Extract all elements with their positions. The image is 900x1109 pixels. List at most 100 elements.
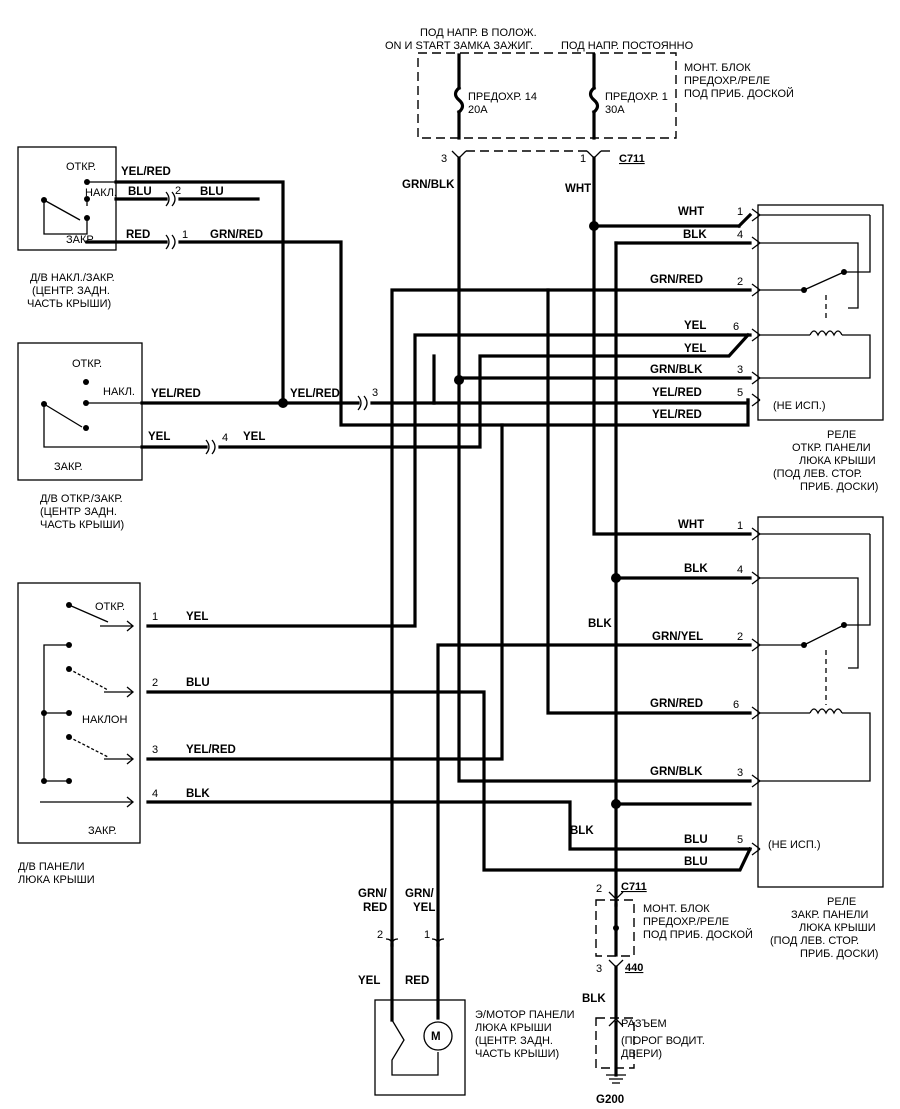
source-ign-line1: ПОД НАПР. В ПОЛОЖ. [420, 27, 537, 39]
rc-pin-5: 5 [737, 834, 743, 846]
wl-red-m: RED [363, 902, 387, 914]
wl-yel-sw3: YEL [186, 611, 208, 623]
sw1-label-3: ЧАСТЬ КРЫШИ) [27, 298, 111, 310]
wl-yelred-sw3: YEL/RED [186, 744, 236, 756]
wl-yelred-r2: YEL/RED [652, 409, 702, 421]
sw1-open-label: ОТКР. [66, 161, 96, 173]
wl-blk-sw3: BLK [186, 788, 210, 800]
sw3-close-label: ЗАКР. [88, 825, 117, 837]
relay-close-label-5: ПРИБ. ДОСКИ) [800, 948, 878, 960]
wl-blk-r1: BLK [683, 229, 707, 241]
ground-label-1: РАЗЪЕМ [621, 1018, 667, 1030]
sw1-label-2: (ЦЕНТР. ЗАДН. [32, 285, 110, 297]
source-const-label: ПОД НАПР. ПОСТОЯННО [561, 40, 694, 52]
connector-c711-top: C711 [619, 153, 645, 165]
relay-close-label-4: (ПОД ЛЕВ. СТОР. [770, 935, 859, 947]
sw1-close-label: ЗАКР. [66, 234, 95, 246]
relay-open-label-2: ОТКР. ПАНЕЛИ [792, 442, 871, 454]
wl-grnred-1: GRN/RED [210, 229, 263, 241]
fuse-block-label-1: МОНТ. БЛОК [684, 62, 751, 74]
pin-4-sw2: 4 [222, 432, 228, 444]
wl-yel-1: YEL [148, 431, 170, 443]
fuse-block-label-3: ПОД ПРИБ. ДОСКОЙ [684, 87, 794, 100]
wl-yel-r1: YEL [684, 320, 706, 332]
wl-blk-gnd: BLK [582, 993, 606, 1005]
fb2-label-3: ПОД ПРИБ. ДОСКОЙ [643, 928, 753, 941]
wl-wht-1: WHT [565, 183, 591, 195]
switch-panel: ОТКР. НАКЛОН ЗАКР. Д/В ПАНЕЛИ ЛЮКА КРЫШИ [17, 582, 141, 886]
pin-2-sw1: 2 [175, 185, 181, 197]
sw2-tilt-label: НАКЛ. [103, 386, 135, 398]
wl-blu-1: BLU [128, 186, 152, 198]
motor-label-3: (ЦЕНТР. ЗАДН. [475, 1035, 553, 1047]
wl-grn-2: GRN/ [405, 888, 435, 900]
ro-pin-6: 6 [733, 321, 739, 333]
wl-blu-r2: BLU [684, 834, 708, 846]
sw3-open-label: ОТКР. [95, 601, 125, 613]
pin-1-sw1: 1 [182, 229, 188, 241]
wl-yelred-1: YEL/RED [121, 166, 171, 178]
sw3-pin-1: 1 [152, 611, 158, 623]
wl-grnblk-r2: GRN/BLK [650, 766, 703, 778]
pin-1-top: 1 [580, 153, 586, 165]
wl-grnyel-r2: GRN/YEL [652, 631, 703, 643]
motor-pin-1: 1 [424, 929, 430, 941]
source-ign-line2: ON И START ЗАМКА ЗАЖИГ. [385, 40, 533, 52]
relay-open-label-5: ПРИБ. ДОСКИ) [800, 481, 878, 493]
relay-close-unused: (НЕ ИСП.) [768, 839, 820, 851]
motor-label-4: ЧАСТЬ КРЫШИ) [475, 1048, 559, 1060]
ground-label-2: (ПОРОГ ВОДИТ. [621, 1035, 705, 1047]
wl-grnblk-r1: GRN/BLK [650, 364, 703, 376]
wl-yel-2: YEL [243, 431, 265, 443]
relay-open: (НЕ ИСП.) РЕЛЕ ОТКР. ПАНЕЛИ ЛЮКА КРЫШИ (… [751, 204, 884, 493]
fuse1-label: ПРЕДОХР. 1 [605, 91, 668, 103]
motor-pin-2: 2 [377, 929, 383, 941]
sw1-label-1: Д/В НАКЛ./ЗАКР. [30, 272, 115, 284]
sw2-label-3: ЧАСТЬ КРЫШИ) [40, 519, 124, 531]
rc-pin-3: 3 [737, 767, 743, 779]
sw3-tilt-label: НАКЛОН [82, 714, 127, 726]
fb2-pin-3: 3 [596, 963, 602, 975]
relay-open-label-1: РЕЛЕ [827, 429, 856, 441]
rc-pin-6: 6 [733, 699, 739, 711]
rc-pin-2: 2 [737, 631, 743, 643]
ground-g200: G200 [596, 1094, 624, 1106]
wl-blk-low: BLK [570, 825, 594, 837]
relay-close-label-3: ЛЮКА КРЫШИ [799, 922, 876, 934]
fb2-label-1: МОНТ. БЛОК [643, 903, 710, 915]
wl-yel-r2: YEL [684, 343, 706, 355]
ro-pin-2: 2 [737, 276, 743, 288]
wl-blk-mid: BLK [588, 618, 612, 630]
switch-open-close: ОТКР. НАКЛ. ЗАКР. Д/В ОТКР./ЗАКР. (ЦЕНТР… [17, 342, 143, 531]
wl-yelred-3: YEL/RED [290, 388, 340, 400]
fuse-block-label-2: ПРЕДОХР./РЕЛЕ [684, 75, 770, 87]
rc-pin-4: 4 [737, 564, 743, 576]
relay-open-label-4: (ПОД ЛЕВ. СТОР. [773, 468, 862, 480]
sw3-label-2: ЛЮКА КРЫШИ [18, 874, 95, 886]
fb2-c440: 440 [625, 962, 643, 974]
relay-open-unused: (НЕ ИСП.) [773, 400, 825, 412]
sw2-label-2: (ЦЕНТР ЗАДН. [40, 506, 117, 518]
rc-pin-1: 1 [737, 520, 743, 532]
pin-3-sw2: 3 [372, 387, 378, 399]
wl-blk-r2: BLK [684, 563, 708, 575]
motor-label-1: Э/МОТОР ПАНЕЛИ [475, 1009, 575, 1021]
relay-close: (НЕ ИСП.) РЕЛЕ ЗАКР. ПАНЕЛИ ЛЮКА КРЫШИ (… [751, 516, 884, 960]
wl-yel-m: YEL [413, 902, 435, 914]
wl-motor-red: RED [405, 975, 429, 987]
relay-close-label-1: РЕЛЕ [827, 896, 856, 908]
wl-wht-r2: WHT [678, 519, 704, 531]
wire-labels: YEL/RED BLU 2 BLU RED 1 GRN/RED GRN/BLK … [121, 166, 753, 1106]
wl-grn-1: GRN/ [358, 888, 388, 900]
pin-3-top: 3 [441, 153, 447, 165]
switch-tilt-close: ОТКР. НАКЛ. ЗАКР. Д/В НАКЛ./ЗАКР. (ЦЕНТР… [17, 146, 117, 310]
wl-red-1: RED [126, 229, 150, 241]
wl-motor-yel: YEL [358, 975, 380, 987]
wl-wht-r1: WHT [678, 206, 704, 218]
wl-yelred-2: YEL/RED [151, 388, 201, 400]
fuse1-rating: 30А [605, 104, 625, 116]
sw1-tilt-label: НАКЛ. [85, 187, 117, 199]
ro-pin-4: 4 [737, 229, 743, 241]
